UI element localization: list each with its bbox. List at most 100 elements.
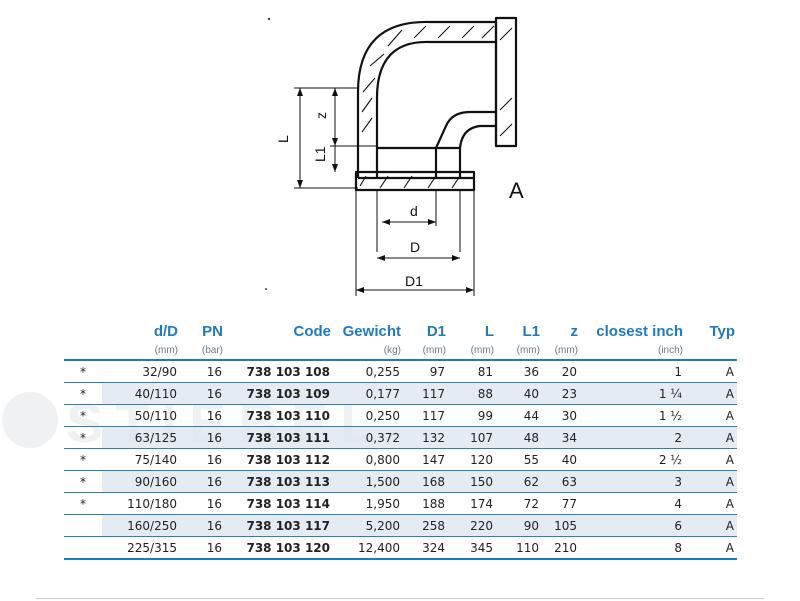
unit-l: (mm) [470, 345, 494, 356]
cell-z: 30 [542, 404, 580, 427]
unit-l1: (mm) [516, 345, 540, 356]
unit-z: (mm) [554, 345, 578, 356]
elbow-inner-contour [375, 40, 496, 148]
cell-l: 88 [448, 382, 496, 405]
cell-code: 738 103 109 [225, 382, 333, 405]
cell-inch: 2 ½ [580, 448, 685, 471]
cell-l1: 62 [496, 470, 542, 493]
cell-inch: 6 [580, 514, 685, 537]
row-mark: * [64, 404, 102, 427]
cell-l: 120 [448, 448, 496, 471]
cell-l: 174 [448, 492, 496, 515]
cell-typ: A [685, 382, 737, 405]
unit-d1: (mm) [422, 345, 446, 356]
elbow-inner-bend [434, 110, 496, 149]
cell-weight: 1,950 [333, 492, 403, 515]
cell-d1: 117 [403, 404, 448, 427]
col-header-dD: d/D [153, 323, 178, 340]
cell-weight: 0,177 [333, 382, 403, 405]
cell-code: 738 103 112 [225, 448, 333, 471]
unit-pn: (bar) [201, 345, 223, 356]
cell-pn: 16 [180, 426, 225, 449]
cell-inch: 2 [580, 426, 685, 449]
cell-weight: 0,250 [333, 404, 403, 427]
unit-code [225, 340, 333, 360]
elbow-outer-contour [356, 20, 496, 178]
cell-d1: 132 [403, 426, 448, 449]
cell-dD: 75/140 [102, 448, 180, 471]
cell-typ: A [685, 536, 737, 560]
col-header-z: z [570, 323, 579, 340]
cell-code: 738 103 114 [225, 492, 333, 515]
cell-code: 738 103 117 [225, 514, 333, 537]
elbow-technical-drawing: L z L1 d D D1 A [265, 16, 524, 296]
unit-inch: (inch) [657, 345, 683, 356]
dim-label-D: D [410, 239, 420, 255]
col-header-l1: L1 [522, 323, 540, 340]
cell-typ: A [685, 360, 737, 383]
cell-inch: 1 ¼ [580, 382, 685, 405]
cell-z: 23 [542, 382, 580, 405]
cell-dD: 63/125 [102, 426, 180, 449]
cell-dD: 160/250 [102, 514, 180, 537]
cell-inch: 3 [580, 470, 685, 493]
cell-z: 77 [542, 492, 580, 515]
page-bottom-rule [36, 598, 764, 599]
cell-l1: 40 [496, 382, 542, 405]
col-header-inch: closest inch [596, 323, 683, 340]
cell-z: 63 [542, 470, 580, 493]
cell-d1: 168 [403, 470, 448, 493]
cell-l: 81 [448, 360, 496, 383]
cell-l1: 72 [496, 492, 542, 515]
cell-dD: 32/90 [102, 360, 180, 383]
cell-typ: A [685, 514, 737, 537]
cell-z: 34 [542, 426, 580, 449]
cell-z: 20 [542, 360, 580, 383]
dim-label-L1: L1 [312, 146, 328, 162]
cell-code: 738 103 113 [225, 470, 333, 493]
cell-weight: 5,200 [333, 514, 403, 537]
variant-label: A [509, 178, 524, 203]
col-header-l: L [484, 323, 494, 340]
socket-flange-right [494, 16, 518, 148]
cell-pn: 16 [180, 448, 225, 471]
cell-weight: 0,255 [333, 360, 403, 383]
cell-typ: A [685, 448, 737, 471]
cell-dD: 225/315 [102, 536, 180, 560]
cell-inch: 1 [580, 360, 685, 383]
row-mark: * [64, 492, 102, 515]
row-mark [64, 514, 102, 537]
cell-inch: 1 ½ [580, 404, 685, 427]
unit-typ [685, 340, 737, 360]
cell-inch: 8 [580, 536, 685, 560]
cell-pn: 16 [180, 470, 225, 493]
row-mark: * [64, 426, 102, 449]
cell-l: 220 [448, 514, 496, 537]
col-header-code: Code [293, 323, 332, 340]
cell-pn: 16 [180, 536, 225, 560]
row-mark: * [64, 360, 102, 383]
cell-l1: 90 [496, 514, 542, 537]
cell-dD: 50/110 [102, 404, 180, 427]
col-header-typ: Typ [709, 323, 735, 340]
cell-l1: 55 [496, 448, 542, 471]
unit-dD: (mm) [154, 345, 178, 356]
cell-pn: 16 [180, 514, 225, 537]
cell-l: 345 [448, 536, 496, 560]
dim-label-L: L [275, 135, 291, 143]
cell-inch: 4 [580, 492, 685, 515]
cell-weight: 1,500 [333, 470, 403, 493]
cell-code: 738 103 111 [225, 426, 333, 449]
cell-l: 150 [448, 470, 496, 493]
dim-label-d: d [410, 203, 418, 219]
dim-label-D1: D1 [405, 273, 423, 289]
cell-weight: 0,372 [333, 426, 403, 449]
row-mark: * [64, 382, 102, 405]
